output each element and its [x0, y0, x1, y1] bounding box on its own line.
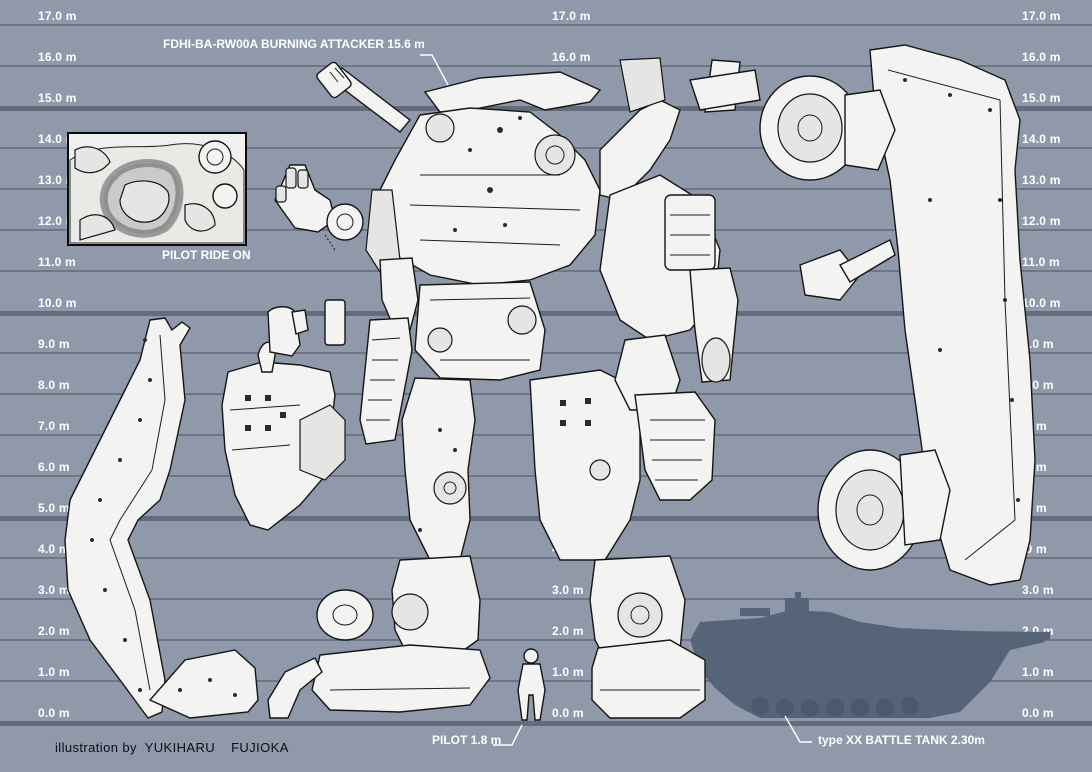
- shoulder-armor-part: [221, 341, 346, 531]
- pilot-callout-label: PILOT 1.8 m: [432, 733, 502, 747]
- scale-label: 2.0 m: [552, 624, 584, 638]
- scale-label: 0.0 m: [1022, 706, 1054, 720]
- mech-torso: [365, 71, 602, 286]
- scale-label: 15.0 m: [1022, 91, 1061, 105]
- mech-left-leg: [311, 377, 491, 713]
- small-bracket-part: [267, 299, 346, 357]
- battle-tank-silhouette: [690, 592, 1050, 718]
- scale-label: 16.0 m: [1022, 50, 1061, 64]
- gridline-9m: [0, 352, 1092, 354]
- gridline-4m: [0, 557, 1092, 559]
- scale-label: 17.0 m: [38, 9, 77, 23]
- scale-label: 12.0 m: [38, 214, 77, 228]
- mech-right-leg: [529, 369, 706, 719]
- scale-label: 14.0 m: [1022, 132, 1061, 146]
- scale-label: 1.0 m: [38, 665, 70, 679]
- scale-label: 1.0 m: [1022, 665, 1054, 679]
- scale-label: 14.0 m: [38, 132, 77, 146]
- scale-label: 3.0 m: [1022, 583, 1054, 597]
- scale-label: 17.0 m: [552, 9, 591, 23]
- wheel-lower: [817, 449, 951, 571]
- scale-label: 0.0 m: [38, 706, 70, 720]
- illustration-credit: illustration by YUKIHARU FUJIOKA: [55, 740, 289, 755]
- scale-label: 9.0 m: [1022, 337, 1054, 351]
- scale-label: 3.0 m: [552, 583, 584, 597]
- scale-label: 10.0 m: [1022, 296, 1061, 310]
- scale-label: 17.0 m: [1022, 9, 1061, 23]
- mech-left-arm-gatling: [359, 257, 419, 445]
- scale-label: 11.0 m: [38, 255, 76, 269]
- gridline-3m: [0, 598, 1092, 600]
- pilot-figure: [517, 648, 546, 721]
- inset-callout-label: PILOT RIDE ON: [162, 248, 251, 262]
- loose-parts: [148, 589, 374, 719]
- pilot-ride-on-inset: [67, 132, 247, 246]
- callout-leader-lines: [420, 54, 812, 746]
- gridline-16m: [0, 65, 1092, 67]
- gridline-10m: [0, 311, 1092, 316]
- scale-label: 16.0 m: [552, 50, 591, 64]
- scale-label: 5.0 m: [38, 501, 70, 515]
- mech-callout-label: FDHI-BA-RW00A BURNING ATTACKER 15.6 m: [163, 37, 425, 51]
- scale-label: 4.0 m: [38, 542, 70, 556]
- blade-part: [64, 317, 191, 719]
- head-cannon: [316, 61, 412, 133]
- mech-waist: [414, 281, 546, 381]
- scale-label: 7.0 m: [38, 419, 70, 433]
- scale-label: 11.0 m: [1022, 255, 1060, 269]
- scale-label: 15.0 m: [38, 91, 77, 105]
- scale-label: 1.0 m: [552, 665, 584, 679]
- scale-label: 6.0 m: [38, 460, 70, 474]
- scale-label: 13.0 m: [38, 173, 77, 187]
- gridline-2m: [0, 639, 1092, 641]
- gridline-0m: [0, 721, 1092, 726]
- scale-label: 0.0 m: [552, 706, 584, 720]
- axle-bracket: [799, 239, 896, 301]
- scale-label: 8.0 m: [38, 378, 70, 392]
- hand-part: [274, 164, 364, 251]
- gridline-17m: [0, 24, 1092, 26]
- gridline-1m: [0, 680, 1092, 682]
- scale-label: 2.0 m: [38, 624, 70, 638]
- mech-right-arm: [599, 57, 761, 501]
- tank-callout-label: type XX BATTLE TANK 2.30m: [818, 733, 985, 747]
- scale-label: 10.0 m: [38, 296, 77, 310]
- scale-label: 16.0 m: [38, 50, 77, 64]
- scale-label: 12.0 m: [1022, 214, 1061, 228]
- scale-label: 3.0 m: [38, 583, 70, 597]
- scale-label: 9.0 m: [38, 337, 70, 351]
- tank-deck-part: [869, 44, 1036, 586]
- scale-label: 13.0 m: [1022, 173, 1061, 187]
- wheel-upper: [759, 75, 896, 181]
